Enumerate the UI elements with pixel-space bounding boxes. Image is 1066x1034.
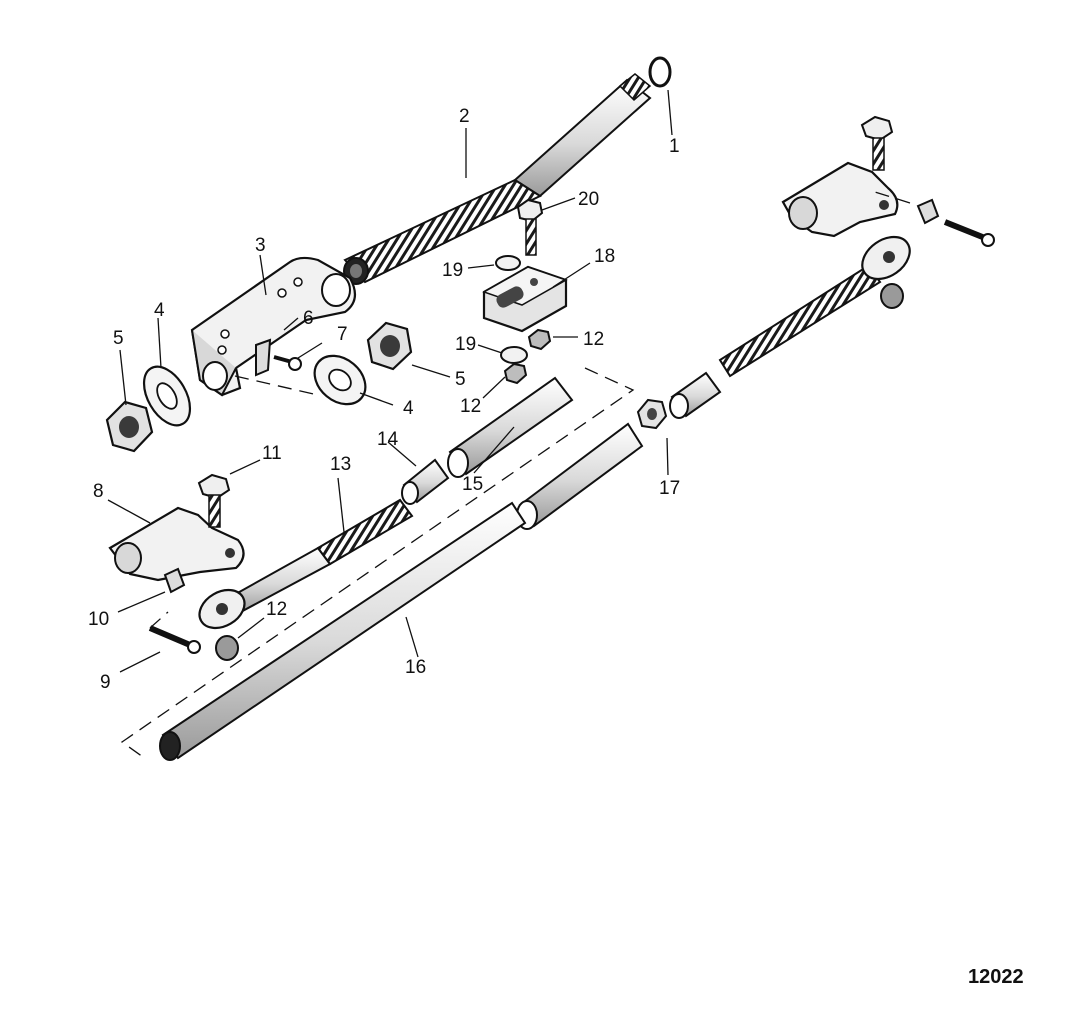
long-tube [159,501,527,761]
threaded-tube [343,73,652,285]
callout-19-upper: 19 [442,260,463,281]
figure-number: 12022 [968,966,1024,988]
right-bracket-screw [943,219,995,247]
callout-6: 6 [303,308,314,329]
retainer-clip [255,338,272,377]
callout-2: 2 [459,106,470,127]
callout-19-lower: 19 [455,334,476,355]
left-bracket-bolt [197,473,231,528]
lock-nut-right-end [880,283,904,309]
right-bracket-clip [916,198,940,225]
callout-15: 15 [462,474,483,495]
callout-12-upper-right: 12 [583,329,604,350]
jam-nut [636,398,668,430]
callout-12-lower-left: 12 [266,599,287,620]
callout-1: 1 [669,136,680,157]
right-tie-rod [718,235,911,378]
left-bracket-clip [163,567,186,594]
callout-14: 14 [377,429,399,450]
left-bracket-screw [148,625,201,654]
callout-3: 3 [255,235,266,256]
hex-nut-left [105,400,154,453]
lock-nut-lower-left [215,635,239,661]
callout-4-left: 4 [154,300,165,321]
right-spacer-sleeve [669,371,722,419]
callout-labels: 1 2 3 4 4 5 5 6 7 8 9 10 11 12 12 12 13 … [88,106,680,693]
washer-right [313,354,367,406]
lock-nut-center [503,362,528,385]
callout-11: 11 [262,443,282,464]
callout-8: 8 [93,481,104,502]
callout-5-left: 5 [113,328,124,349]
connector-block [482,265,568,333]
lower-guide-sleeve [516,422,644,530]
callout-16: 16 [405,657,426,678]
callout-10: 10 [88,609,109,630]
alignment-lines [120,191,911,758]
o-ring [648,56,672,88]
hex-nut-right [366,321,413,371]
callout-20: 20 [578,189,599,210]
left-clevis-bracket [108,506,245,582]
upper-guide-sleeve [447,376,574,478]
hex-bolt [516,198,544,256]
lock-nut-upper-right [527,328,552,351]
callout-12-center: 12 [460,396,481,417]
right-bracket-bolt [860,115,894,171]
leader-lines [107,89,673,673]
callout-7: 7 [337,324,348,345]
mounting-bracket [190,256,357,397]
left-tie-rod [198,498,414,630]
callout-17: 17 [659,478,680,499]
washer-lower [500,346,528,364]
callout-18: 18 [594,246,615,267]
screw [273,355,302,371]
left-spacer-sleeve [401,458,450,505]
washer-left [142,365,192,427]
washer-upper [495,255,521,271]
callout-4-right: 4 [403,398,414,419]
callout-13: 13 [330,454,351,475]
callout-9: 9 [100,672,111,693]
callout-5-right: 5 [455,369,466,390]
right-clevis-bracket [781,161,899,238]
